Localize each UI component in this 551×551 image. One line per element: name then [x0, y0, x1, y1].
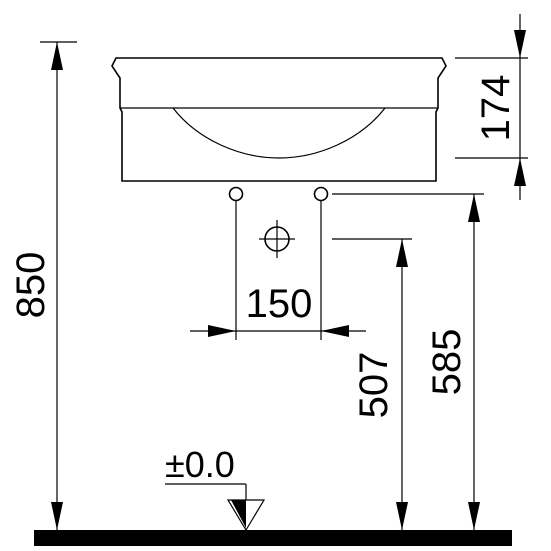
basin-bowl-curve — [172, 107, 386, 159]
floor-level-marker: ±0.0 — [165, 444, 266, 532]
dim-174-label: 174 — [474, 75, 518, 142]
dim-850: 850 — [9, 42, 63, 530]
dim-585: 585 — [425, 194, 480, 530]
dim-507-label: 507 — [352, 352, 396, 419]
floor-level-label: ±0.0 — [165, 444, 235, 485]
basin-outline — [111, 57, 447, 182]
dim-150-label: 150 — [246, 282, 313, 326]
dim-850-label: 850 — [9, 252, 53, 319]
basin — [111, 57, 447, 182]
drain-symbol — [259, 220, 295, 258]
outlet-hole-right — [313, 186, 329, 202]
floor-bar — [34, 530, 512, 546]
dim-150: 150 — [190, 282, 366, 337]
dim-507: 507 — [352, 239, 408, 530]
dim-174: 174 — [474, 14, 526, 200]
outlet-hole-left — [228, 186, 244, 202]
dim-585-label: 585 — [425, 329, 469, 396]
